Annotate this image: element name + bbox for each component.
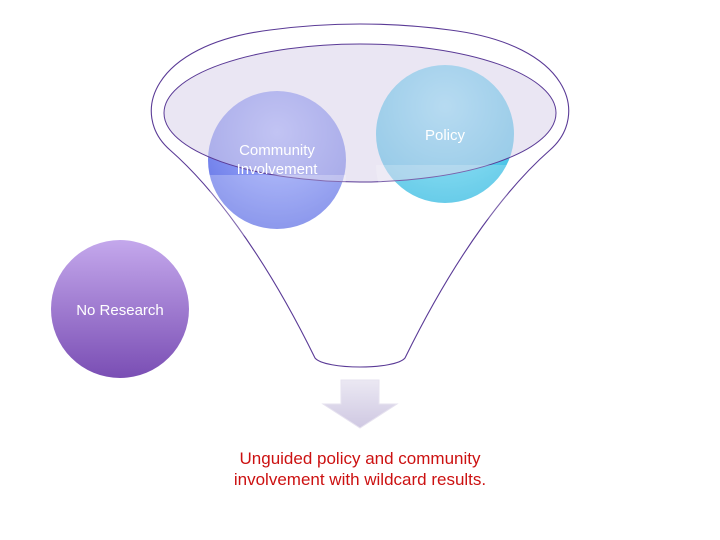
community-label-line2: Involvement	[236, 161, 318, 178]
policy-lower-veil	[376, 165, 514, 234]
community-label-line1: Community	[239, 142, 315, 159]
policy-label: Policy	[424, 127, 465, 144]
community-involvement-label: Community Involvement	[217, 141, 337, 179]
conclusion-text: Unguided policy and community involvemen…	[160, 448, 560, 490]
down-arrow-icon	[321, 379, 399, 429]
no-research-circle	[51, 240, 189, 378]
funnel-outline	[150, 23, 570, 368]
conclusion-line1: Unguided policy and community	[239, 449, 481, 468]
conclusion-line2: involvement with wildcard results.	[233, 470, 487, 489]
no-research-label: No Research	[76, 302, 164, 319]
community-lower-veil	[208, 175, 346, 244]
funnel-rim-inner	[163, 43, 557, 183]
